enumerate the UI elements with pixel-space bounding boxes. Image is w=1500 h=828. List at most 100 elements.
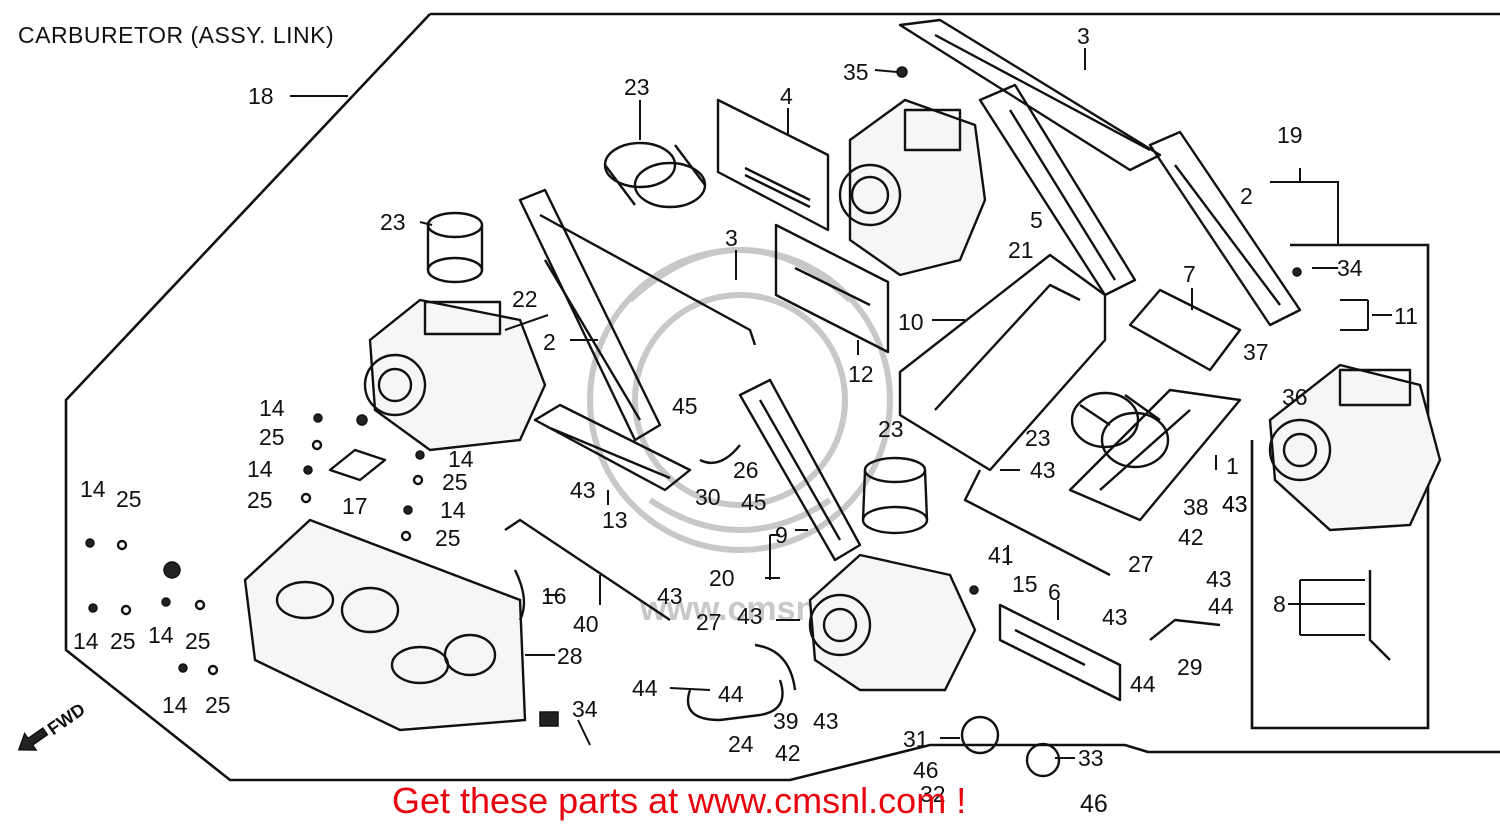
callout: 18 [248,83,274,109]
callout-numbers: 18 23 4 35 3 19 2 23 3 22 2 5 21 34 7 11… [73,23,1418,807]
callout: 25 [185,628,211,654]
callout: 41 [988,542,1014,568]
callout: 26 [733,457,759,483]
link-plate-6 [998,603,1122,702]
callout: 43 [1222,491,1248,517]
air-boot-left [426,211,484,284]
link-plate-7 [1128,288,1242,372]
callout: 13 [602,507,628,533]
callout: 14 [259,395,285,421]
callout: 7 [1183,261,1196,287]
sub-assembly-box [1250,243,1430,730]
callout: 14 [247,456,273,482]
carburetor-top [838,98,987,277]
air-boot-right [1070,391,1170,469]
link-plate-right-2 [1148,130,1302,327]
callout: 2 [543,329,556,355]
callout: 45 [741,489,767,515]
callout: 15 [1012,571,1038,597]
callout: 32 [920,781,946,807]
link-rod-3-right [898,18,1162,172]
bracket-19 [1270,168,1339,245]
assembly-outline [64,12,1500,782]
bracket-17 [328,448,387,482]
link-plate-4 [716,98,830,232]
hose-24 [686,679,784,722]
fwd-label: FWD [44,699,89,739]
callout: 43 [1222,491,1248,517]
callout: 25 [435,525,461,551]
callout: 6 [1048,579,1061,605]
leader-lines [419,48,1392,759]
carburetor-left [363,298,547,452]
hose-40 [504,518,671,621]
hose-29 [1149,618,1221,641]
callout: 34 [572,696,598,722]
grommet [163,561,181,579]
callout: 23 [878,416,904,442]
callout: 5 [1030,207,1043,233]
carburetor-right [1268,363,1442,532]
callout: 42 [775,740,801,766]
clip-16 [513,569,526,621]
callout: 3 [725,225,738,251]
callout: 33 [1078,745,1104,771]
link-plate-5 [978,83,1137,297]
callout: 14 [148,622,174,648]
callout: 14 [80,476,106,502]
idle-adjuster-8 [1368,570,1391,661]
callout: 21 [1008,237,1034,263]
callout: 30 [695,484,721,510]
callout: 23 [380,209,406,235]
callout: 10 [898,309,924,335]
joint-34 [539,711,559,727]
callout: 28 [557,643,583,669]
callout: 27 [1128,551,1154,577]
hose-26-30 [699,444,741,465]
hose-39 [754,643,797,691]
callout: 40 [573,611,599,637]
callout: 12 [848,361,874,387]
callout: 9 [775,522,788,548]
link-plate-10 [898,253,1107,472]
callout: 16 [541,583,567,609]
callout: 44 [632,675,658,701]
callout: 14 [73,628,99,654]
callout: 25 [205,692,231,718]
page-title: CARBURETOR (ASSY. LINK) [18,22,335,48]
callout: 27 [696,609,722,635]
callout: 43 [1030,457,1056,483]
link-plate-1 [1068,388,1242,522]
callout: 3 [1077,23,1090,49]
callout: 35 [843,59,869,85]
promo-link-text[interactable]: Get these parts at www.cmsnl.com ! [392,780,967,821]
link-plate-9 [738,378,862,562]
screws-washers [85,66,1302,676]
callout: 20 [709,565,735,591]
callout: 23 [1025,425,1051,451]
callout: 25 [116,486,142,512]
callout: 43 [657,583,683,609]
link-rod-3-left [539,213,757,346]
callout: 2 [1240,183,1253,209]
callout: 46 [913,757,939,783]
air-box-28 [243,518,527,732]
callout: 42 [1178,524,1204,550]
callout: 44 [1208,593,1234,619]
callout: 43 [737,603,763,629]
callout: 29 [1177,654,1203,680]
callout: 43 [1206,566,1232,592]
callout: 43 [813,708,839,734]
callout: 25 [247,487,273,513]
callout: 14 [440,497,466,523]
fwd-arrow-icon: FWD [17,699,89,751]
callout: 34 [1337,255,1363,281]
callout: 8 [1273,591,1286,617]
callout: 11 [1394,303,1418,329]
callout: 44 [718,681,744,707]
callout: 25 [442,469,468,495]
hose-41 [963,469,1111,577]
callout: 1 [1226,453,1239,479]
air-boot-top [603,141,707,209]
